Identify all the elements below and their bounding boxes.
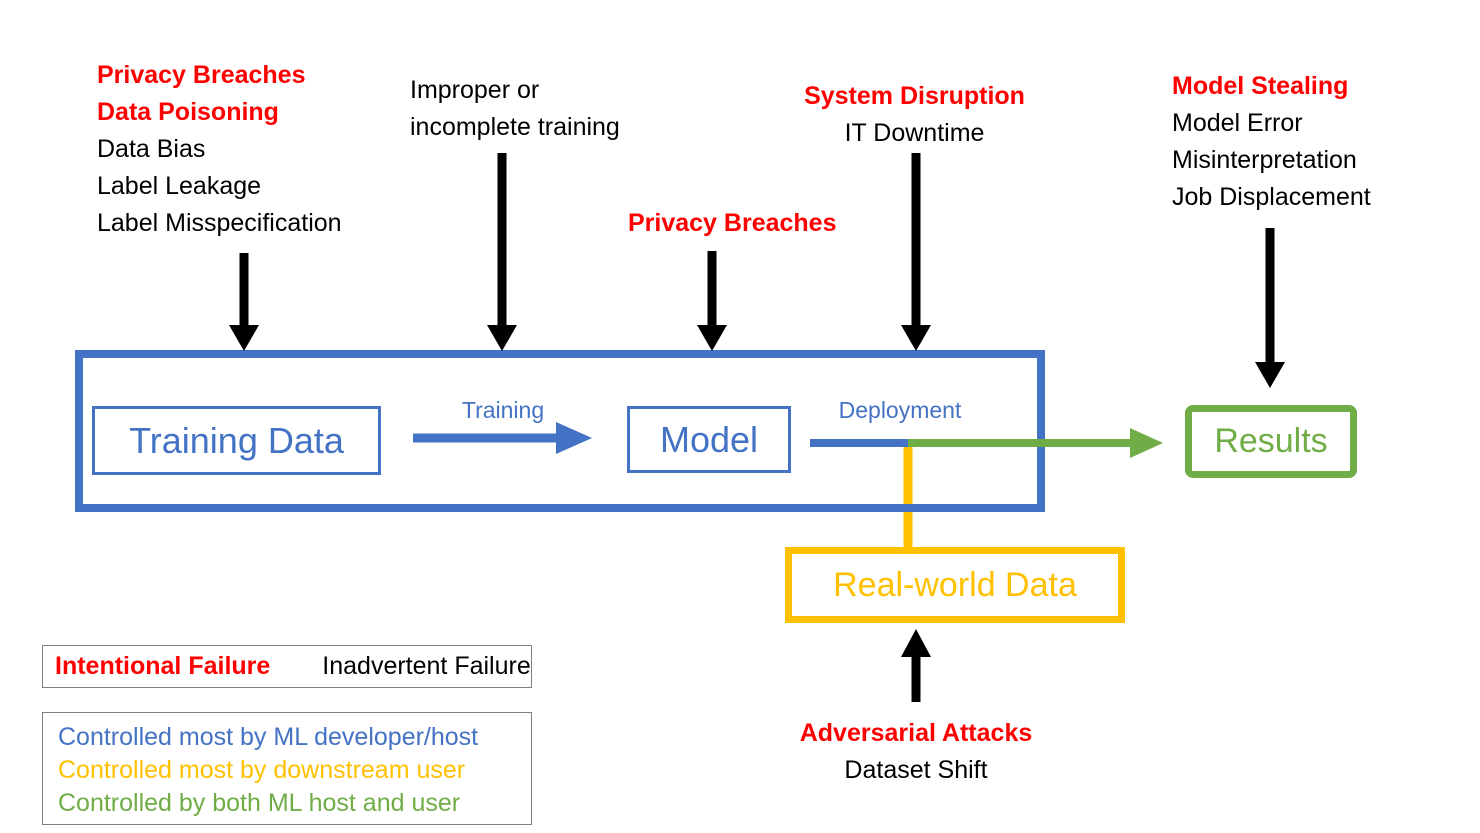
threat-label: Misinterpretation xyxy=(1172,146,1357,174)
deployment-arrow-label: Deployment xyxy=(838,397,962,423)
training-data-node: Training Data xyxy=(92,406,381,475)
adversarial-attack-arrow xyxy=(901,629,931,702)
training-process-threat-arrow xyxy=(487,153,517,351)
threat-label: incomplete training xyxy=(410,113,620,141)
threat-label: Job Displacement xyxy=(1172,183,1371,211)
threat-label: Label Leakage xyxy=(97,172,262,200)
threat-label: IT Downtime xyxy=(844,119,985,147)
threats-model: Privacy Breaches xyxy=(628,205,836,242)
legend-inadvertent-failure: Inadvertent Failure xyxy=(322,652,531,680)
results-threat-arrow xyxy=(1255,228,1285,388)
threat-label: Label Misspecification xyxy=(97,209,342,237)
threat-label: Model Stealing xyxy=(1172,72,1349,100)
threat-label: Privacy Breaches xyxy=(97,61,306,89)
legend-controlled-ml-host: Controlled most by ML developer/host xyxy=(58,723,479,751)
threat-label: System Disruption xyxy=(804,82,1025,110)
legend-controlled-both: Controlled by both ML host and user xyxy=(58,789,461,817)
threat-label: Privacy Breaches xyxy=(628,209,837,237)
threat-label: Dataset Shift xyxy=(844,756,988,784)
legend-controlled-downstream: Controlled most by downstream user xyxy=(58,756,466,784)
threats-training-data: Privacy Breaches Data Poisoning Data Bia… xyxy=(97,57,342,242)
legend-intentional-failure: Intentional Failure xyxy=(55,652,271,680)
threats-results: Model Stealing Model Error Misinterpreta… xyxy=(1172,68,1371,216)
control-legend: Controlled most by ML developer/host Con… xyxy=(42,712,532,825)
model-threat-arrow xyxy=(697,251,727,351)
training-data-threat-arrow xyxy=(229,253,259,351)
threat-label: Improper or xyxy=(410,76,540,104)
threats-training-process: Improper or incomplete training xyxy=(410,72,620,146)
failure-type-legend: Intentional Failure Inadvertent Failure xyxy=(42,645,532,688)
threat-label: Adversarial Attacks xyxy=(799,719,1033,747)
ml-host-pipeline-box xyxy=(75,350,1045,512)
real-world-data-node: Real-world Data xyxy=(785,547,1125,623)
results-node: Results xyxy=(1185,405,1357,478)
threat-label: Data Poisoning xyxy=(97,98,279,126)
model-node: Model xyxy=(627,406,791,473)
threat-label: Data Bias xyxy=(97,135,206,163)
training-arrow-label: Training xyxy=(461,397,545,423)
deployment-threat-arrow xyxy=(901,153,931,351)
threats-deployment: System Disruption IT Downtime xyxy=(762,78,1067,152)
threats-real-world-data: Adversarial Attacks Dataset Shift xyxy=(766,715,1066,789)
threat-label: Model Error xyxy=(1172,109,1303,137)
